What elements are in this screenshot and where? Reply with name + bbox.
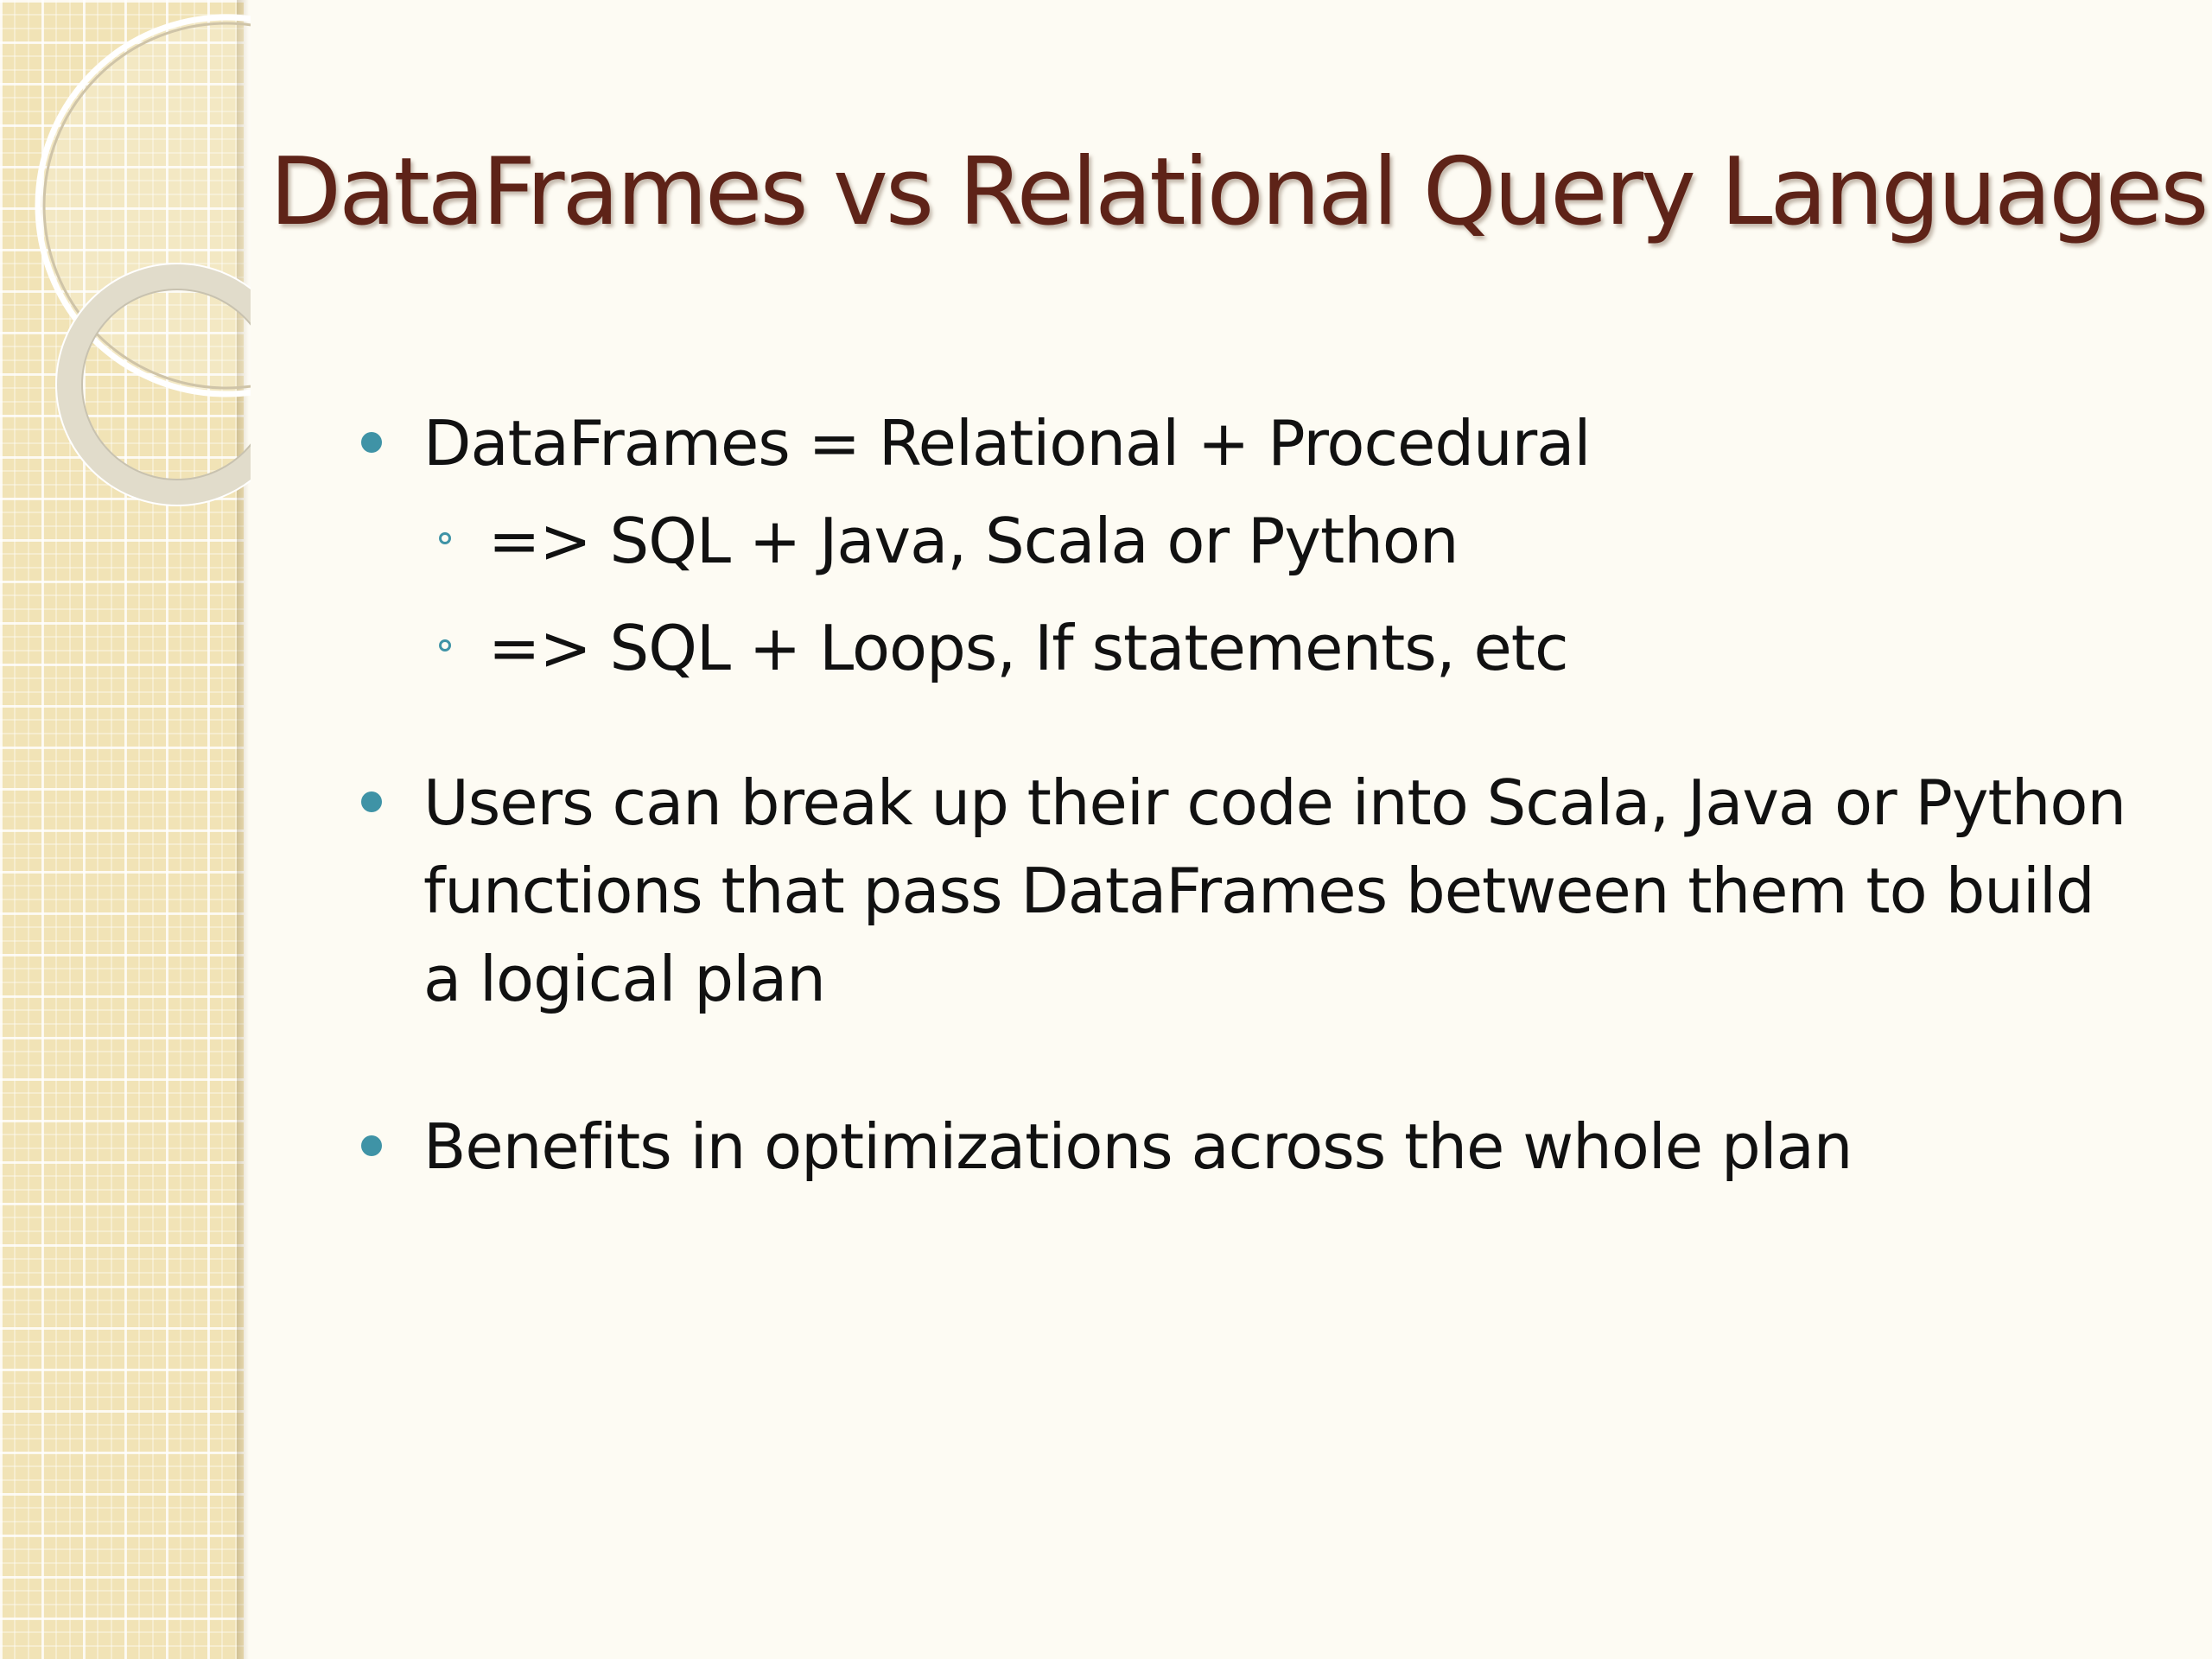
decorative-circles — [35, 14, 251, 506]
bullet-item: Benefits in optimizations across the who… — [354, 1103, 2134, 1191]
sub-bullet-item: => SQL + Java, Scala or Python — [354, 487, 2134, 594]
bullet-text: DataFrames = Relational + Procedural — [423, 407, 1591, 480]
bullet-dot-icon — [361, 1135, 382, 1156]
strip-shadow — [237, 0, 249, 1659]
bullet-dot-icon — [361, 432, 382, 453]
slide-title: DataFrames vs Relational Query Languages — [270, 138, 2209, 246]
bullet-list: DataFrames = Relational + Procedural => … — [354, 399, 2134, 1191]
bullet-item: Users can break up their code into Scala… — [354, 759, 2134, 1023]
bullet-dot-icon — [361, 791, 382, 812]
bullet-ring-icon — [439, 639, 451, 652]
sub-bullet-text: => SQL + Java, Scala or Python — [488, 505, 1459, 577]
sub-bullet-item: => SQL + Loops, If statements, etc — [354, 594, 2134, 702]
bullet-ring-icon — [439, 532, 451, 544]
bullet-text: Users can break up their code into Scala… — [423, 766, 2126, 1015]
sub-bullet-text: => SQL + Loops, If statements, etc — [488, 612, 1569, 684]
bullet-item: DataFrames = Relational + Procedural — [354, 399, 2134, 487]
bullet-text: Benefits in optimizations across the who… — [423, 1110, 1853, 1183]
